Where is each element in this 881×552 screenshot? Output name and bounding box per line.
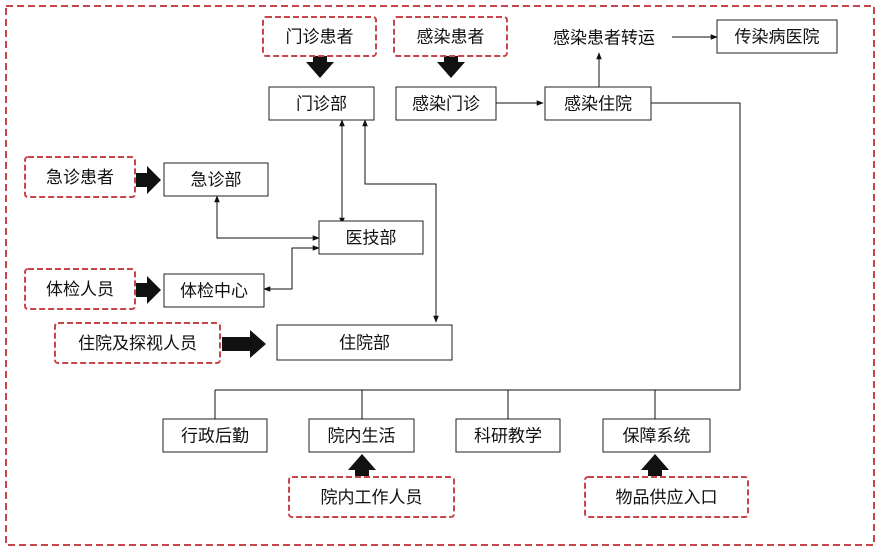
node-supply-entrance: 物品供应入口	[584, 476, 749, 518]
node-hospital-staff: 院内工作人员	[288, 476, 455, 518]
node-emergency-patient: 急诊患者	[24, 156, 136, 198]
node-label-hospital-staff: 院内工作人员	[321, 488, 423, 508]
node-box-infection-clinic	[395, 86, 497, 121]
node-infection-ward: 感染住院	[544, 86, 652, 121]
node-emergency-dept: 急诊部	[163, 162, 269, 197]
node-box-supply-entrance	[584, 476, 749, 518]
node-checkup-person: 体检人员	[24, 268, 136, 310]
node-label-checkup-center: 体检中心	[180, 282, 248, 302]
node-box-checkup-center	[163, 273, 265, 308]
node-label-outpatient-patient: 门诊患者	[286, 28, 354, 48]
node-label-emergency-patient: 急诊患者	[46, 168, 114, 188]
node-box-support-system	[602, 418, 711, 453]
node-infection-clinic: 感染门诊	[395, 86, 497, 121]
node-label-inpatient-dept: 住院部	[339, 334, 390, 354]
node-box-outpatient-patient	[262, 16, 377, 57]
node-inpatient-visitor: 住院及探视人员	[54, 322, 221, 364]
node-box-emergency-patient	[24, 156, 136, 198]
node-box-hospital-staff	[288, 476, 455, 518]
node-box-medtech-dept	[318, 220, 424, 255]
node-box-outpatient-dept	[268, 86, 375, 121]
bold-arrow-supply	[641, 454, 669, 476]
node-inpatient-dept: 住院部	[276, 324, 453, 361]
node-admin-logistics: 行政后勤	[162, 418, 268, 453]
node-label-infection-ward: 感染住院	[564, 95, 632, 115]
node-label-research-teaching: 科研教学	[474, 427, 542, 447]
node-hospital-living: 院内生活	[308, 418, 415, 453]
link-ward-bus	[651, 102, 741, 390]
outer-dashed-frame	[5, 5, 875, 546]
node-box-infection-ward	[544, 86, 652, 121]
bold-arrow-inpatient	[222, 330, 266, 358]
node-label-admin-logistics: 行政后勤	[181, 427, 249, 447]
node-box-checkup-person	[24, 268, 136, 310]
node-label-support-system: 保障系统	[623, 427, 691, 447]
node-box-emergency-dept	[163, 162, 269, 197]
node-label-outpatient-dept: 门诊部	[296, 95, 347, 115]
node-outpatient-patient: 门诊患者	[262, 16, 377, 57]
node-box-infectious-hospital	[716, 19, 838, 54]
connector-lines	[214, 34, 741, 419]
link-emergency-medtech	[214, 195, 320, 241]
node-box-hospital-living	[308, 418, 415, 453]
link-outpatient-inpatient	[362, 119, 439, 323]
bold-arrow-checkup	[136, 276, 161, 304]
bold-arrow-emergency	[136, 166, 161, 194]
node-label-hospital-living: 院内生活	[328, 427, 396, 447]
node-infection-transfer: 感染患者转运	[553, 29, 655, 49]
node-research-teaching: 科研教学	[455, 418, 561, 453]
node-box-admin-logistics	[162, 418, 268, 453]
node-checkup-center: 体检中心	[163, 273, 265, 308]
node-label-infection-patient: 感染患者	[417, 28, 485, 48]
node-support-system: 保障系统	[602, 418, 711, 453]
node-medtech-dept: 医技部	[318, 220, 424, 255]
bold-arrow-staff	[348, 454, 376, 476]
link-checkup-medtech	[263, 245, 320, 292]
bold-arrow-outpatient	[306, 52, 334, 78]
node-box-infection-patient	[393, 16, 508, 57]
node-label-checkup-person: 体检人员	[46, 280, 114, 300]
node-infection-patient: 感染患者	[393, 16, 508, 57]
bold-arrows	[136, 52, 669, 476]
node-infectious-hospital: 传染病医院	[716, 19, 838, 54]
node-box-inpatient-visitor	[54, 322, 221, 364]
node-label-inpatient-visitor: 住院及探视人员	[78, 334, 197, 354]
bold-arrow-infection	[437, 52, 465, 78]
node-box-inpatient-dept	[276, 324, 453, 361]
node-box-research-teaching	[455, 418, 561, 453]
node-label-infection-clinic: 感染门诊	[412, 95, 480, 115]
node-label-emergency-dept: 急诊部	[191, 171, 242, 191]
node-outpatient-dept: 门诊部	[268, 86, 375, 121]
node-label-infectious-hospital: 传染病医院	[735, 28, 820, 48]
node-label-supply-entrance: 物品供应入口	[616, 488, 718, 508]
node-label-medtech-dept: 医技部	[346, 229, 397, 249]
node-label-infection-transfer: 感染患者转运	[553, 29, 655, 49]
